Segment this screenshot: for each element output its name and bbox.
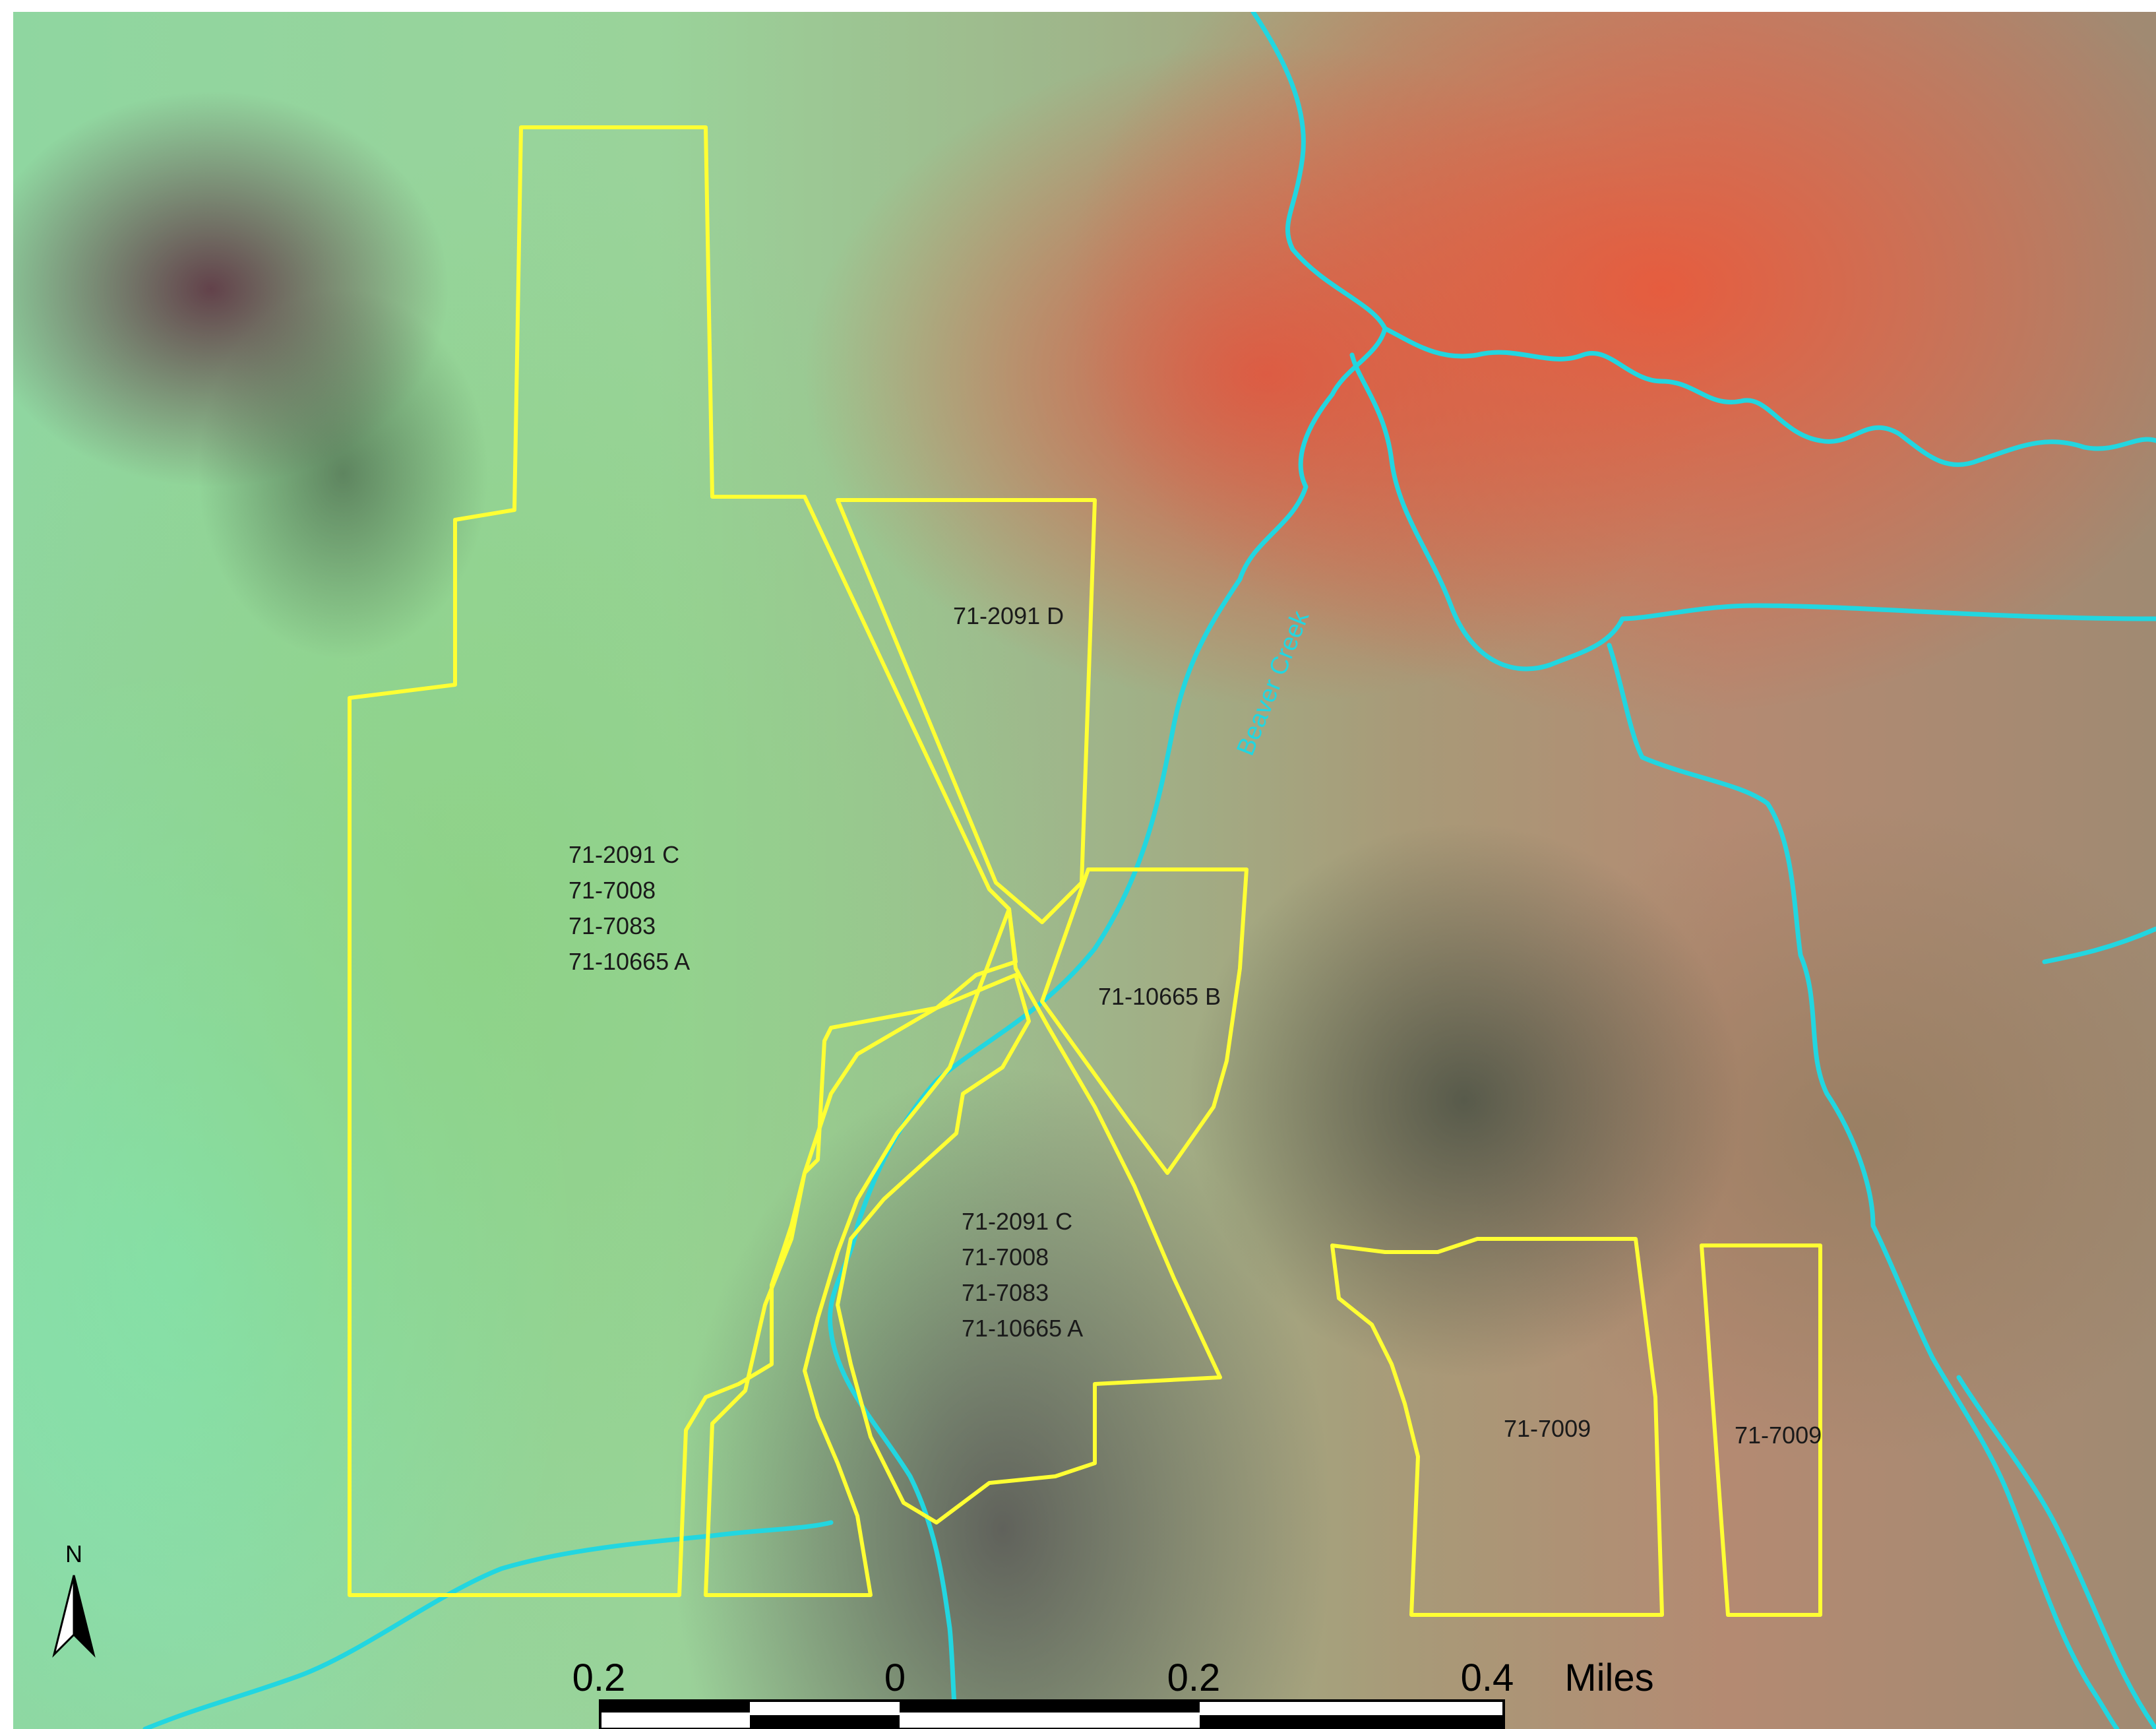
scale-segment-4 (1200, 1715, 1504, 1729)
scale-label-0.2-left: 0.2 (572, 1656, 626, 1699)
parcel-south-label-1: 71-2091 C (962, 1208, 1072, 1235)
parcel-south-label-3: 71-7083 (962, 1279, 1049, 1306)
parcel-10665b (1040, 867, 1248, 1175)
map-overlay: 71-2091 C 71-7008 71-7083 71-10665 A 71-… (52, 12, 2156, 1729)
north-arrow-icon (52, 1575, 96, 1658)
scale-unit: Miles (1564, 1656, 1653, 1699)
parcel-south-label-4: 71-10665 A (962, 1315, 1083, 1342)
parcel-2091d-label: 71-2091 D (953, 602, 1064, 629)
stream-tributary-west (142, 1520, 834, 1729)
parcel-7009-west-label: 71-7009 (1504, 1415, 1591, 1442)
stream-tributary-east (1349, 352, 2156, 672)
scale-segment-2 (750, 1715, 900, 1729)
river-label: Beaver Creek (1231, 606, 1314, 759)
stream-tributary-ne (1382, 326, 2156, 467)
parcel-10665b-label: 71-10665 B (1098, 983, 1221, 1010)
parcel-outlines (348, 125, 1822, 1617)
scale-segment-3 (900, 1701, 1200, 1713)
parcel-south-label-2: 71-7008 (962, 1243, 1049, 1271)
parcel-west (348, 125, 1018, 1597)
stream-tributary-south (1607, 643, 2120, 1729)
north-arrow: N (52, 1540, 96, 1658)
scale-segment-1 (600, 1701, 750, 1713)
parcel-labels: 71-2091 C 71-7008 71-7083 71-10665 A 71-… (569, 602, 1822, 1449)
scale-label-0.4: 0.4 (1461, 1656, 1514, 1699)
scale-label-0: 0 (884, 1656, 906, 1699)
satellite-map[interactable]: 71-2091 C 71-7008 71-7083 71-10665 A 71-… (13, 12, 2156, 1729)
scale-label-0.2-right: 0.2 (1167, 1656, 1221, 1699)
scale-bar: 0.2 0 0.2 0.4 Miles (572, 1656, 1654, 1729)
north-letter: N (65, 1540, 82, 1567)
parcel-west-label-2: 71-7008 (569, 877, 656, 904)
parcel-west-label-3: 71-7083 (569, 912, 656, 939)
parcel-2091d (836, 498, 1097, 924)
stream-network (142, 12, 2156, 1729)
parcel-west-label-1: 71-2091 C (569, 841, 679, 868)
stream-tributary-se (1956, 1375, 2156, 1729)
parcel-7009-east-label: 71-7009 (1735, 1422, 1822, 1449)
parcel-7009-west (1330, 1237, 1664, 1617)
parcel-west-label-4: 71-10665 A (569, 948, 690, 975)
stream-beaver-creek (828, 12, 1388, 1729)
parcel-south (704, 907, 1222, 1597)
parcel-7009-east (1700, 1243, 1822, 1617)
stream-tributary-e-small (2042, 926, 2156, 964)
